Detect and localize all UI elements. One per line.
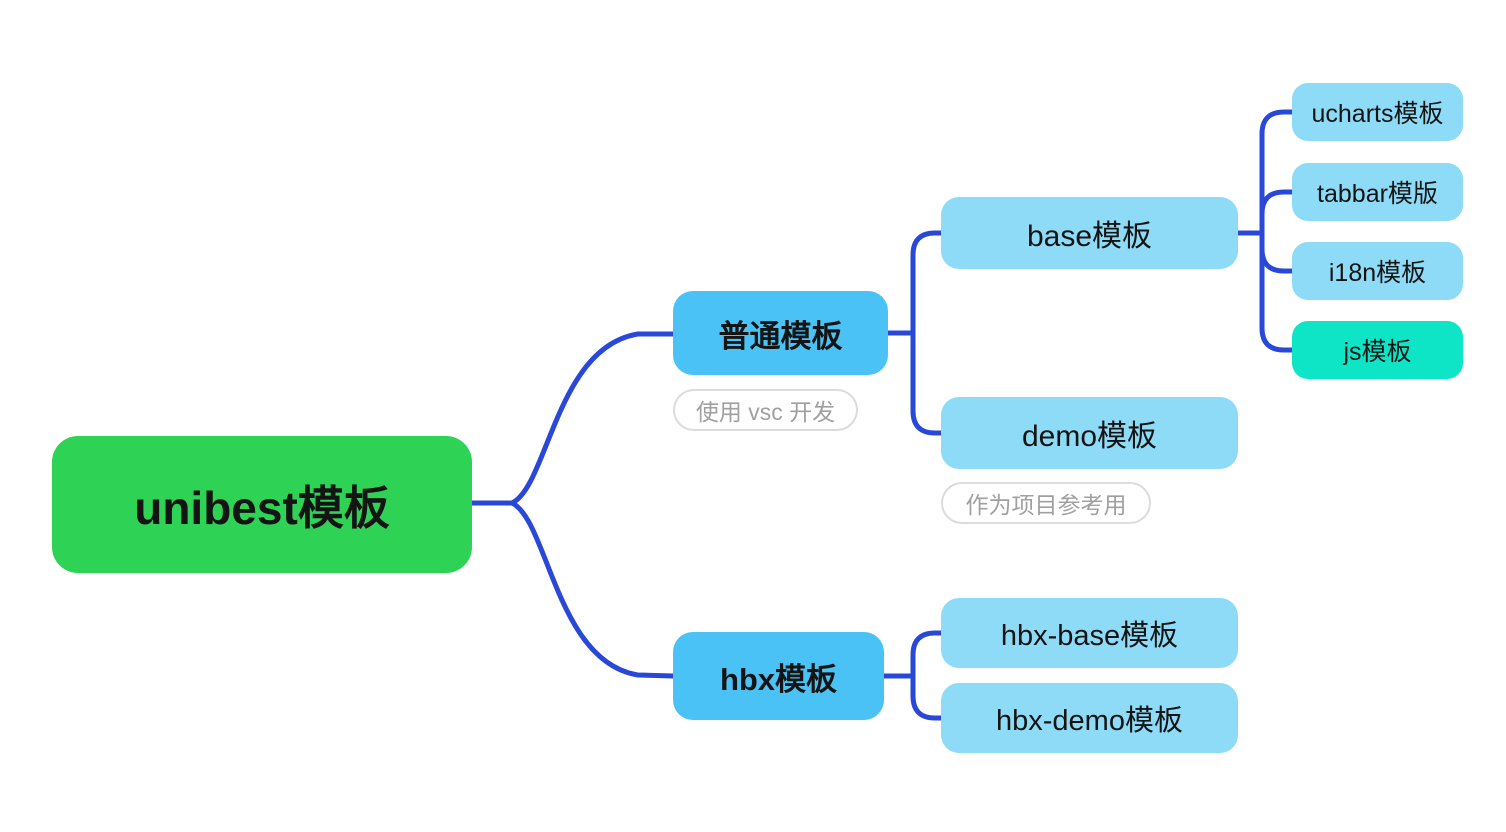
node-tabbar-label: tabbar模版 [1317, 180, 1438, 208]
node-i18n-label: i18n模板 [1328, 259, 1427, 287]
node-hbx-template[interactable]: hbx模板 [673, 632, 884, 720]
node-base-template[interactable]: base模板 [941, 197, 1238, 269]
node-tabbar-template[interactable]: tabbar模版 [1292, 163, 1463, 221]
node-hbx-label: hbx模板 [719, 661, 838, 697]
node-root-label: unibest模板 [134, 481, 390, 534]
edge-base-trunk [1259, 109, 1295, 353]
edge-base-tabbar [1259, 189, 1295, 217]
node-putong-template[interactable]: 普通模板 [673, 291, 888, 375]
node-demo-label: demo模板 [1021, 420, 1158, 453]
node-i18n-template[interactable]: i18n模板 [1292, 242, 1463, 300]
node-js-label: js模板 [1343, 338, 1412, 366]
node-hbx-demo-label: hbx-demo模板 [996, 705, 1183, 737]
edge-base-i18n [1259, 246, 1295, 274]
node-hbx-base-label: hbx-base模板 [1000, 620, 1179, 652]
node-demo-template[interactable]: demo模板 [941, 397, 1238, 469]
node-ucharts-label: ucharts模板 [1311, 100, 1444, 128]
note-putong-vsc[interactable]: 使用 vsc 开发 [673, 389, 858, 431]
edge-putong-trunk [910, 230, 944, 436]
note-demo-reference[interactable]: 作为项目参考用 [941, 482, 1151, 524]
edge-root-hbx [509, 500, 676, 679]
node-putong-label: 普通模板 [718, 318, 843, 354]
node-hbx-demo-template[interactable]: hbx-demo模板 [941, 683, 1238, 753]
node-js-template-highlighted[interactable]: js模板 [1292, 321, 1463, 379]
edge-hbx-trunk [910, 630, 944, 721]
edge-root-putong [509, 331, 676, 506]
node-ucharts-template[interactable]: ucharts模板 [1292, 83, 1463, 141]
note-putong-label: 使用 vsc 开发 [695, 399, 836, 425]
note-demo-label: 作为项目参考用 [965, 492, 1127, 518]
node-hbx-base-template[interactable]: hbx-base模板 [941, 598, 1238, 668]
node-root[interactable]: unibest模板 [52, 436, 472, 573]
node-base-label: base模板 [1026, 220, 1153, 253]
